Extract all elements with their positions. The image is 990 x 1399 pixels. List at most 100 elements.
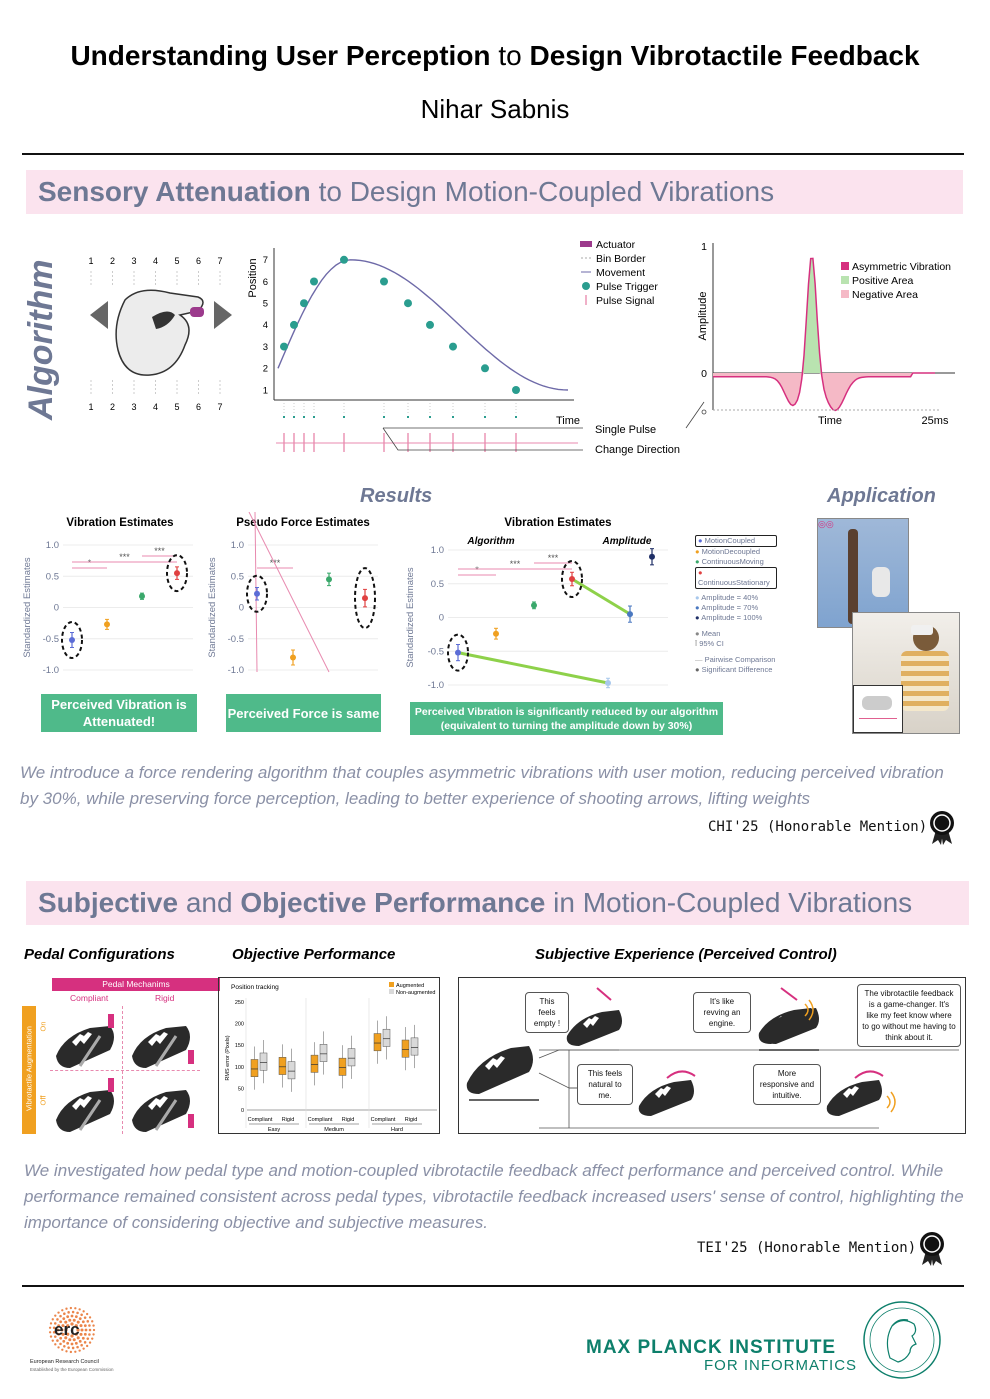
section2-banner-mid: and [185,887,233,918]
erc-dot-75 [69,1350,73,1354]
erc-dot-52 [56,1339,59,1342]
chart-title: Vibration Estimates [504,517,611,529]
bin-bottom-1: 1 [88,402,93,412]
legend-amp-70: ● Amplitude = 70% [695,603,759,612]
erc-dot-3 [66,1332,70,1336]
box-ytick-5: 0 [241,1108,244,1114]
box-100 [310,1054,319,1073]
amplitude-xend: 25ms [922,415,949,427]
legend-augmented-swatch [389,982,394,987]
erc-sub: Established by the European Commission [30,1367,114,1372]
actuator-icon [190,307,204,317]
erc-dot-71 [85,1344,89,1348]
person-body-icon [901,651,949,711]
legend-augmented: Augmented [396,983,424,989]
legend-amp-100: ● Amplitude = 100% [695,613,763,622]
legend-negative-swatch [841,290,849,298]
pedal-config-heading: Pedal Configurations [24,946,175,963]
inset-hand-icon [862,696,892,710]
legend-text-10: Significant Difference [701,665,773,674]
data-point-0 [455,649,461,656]
legend-bin-border: Bin Border [596,253,646,265]
position-ytick-7: 7 [263,255,268,266]
box-ytick-4: 50 [238,1086,244,1092]
erc-dot-41 [83,1324,87,1328]
legend-motion-coupled: ● MotionCoupled [695,535,777,547]
single-pulse-label: Single Pulse [595,424,656,436]
erc-dot-95 [88,1316,92,1319]
quote-empty: This feels empty ! [525,992,569,1033]
erc-dot-55 [52,1326,56,1330]
erc-dot-16 [61,1324,65,1328]
erc-dot-42 [88,1328,92,1332]
erc-dot-49 [67,1346,70,1349]
erc-dot-96 [91,1320,94,1323]
data-point-3 [174,570,180,577]
amp-ytick-0: 0 [701,368,707,380]
erc-dot-76 [65,1350,68,1353]
trend-line-1 [571,577,631,616]
legend-pairwise: — Pairwise Comparison [695,655,776,664]
vr-headset-icon [911,625,933,635]
title-part-1: Understanding User Perception [70,40,491,71]
arrow-right-icon [214,301,232,329]
pulse-trigger-10 [512,386,520,394]
title-part-2: to [498,40,522,71]
pulse-trigger-points [280,255,520,418]
mpi-line2: FOR INFORMATICS [704,1357,858,1374]
erc-dot-56 [53,1322,57,1325]
legend-trigger-swatch [582,282,590,290]
erc-dot-77 [61,1348,64,1351]
highlight-circle-0 [246,574,268,613]
data-point-5 [627,611,633,618]
erc-dot-63 [80,1313,83,1317]
results-label: Results [360,485,433,507]
results-legend: ● MotionCoupled ● MotionDecoupled ● Cont… [695,535,795,675]
erc-dot-15 [60,1328,64,1332]
chart-ylabel: Standardized Estimates [22,557,33,658]
highlight-circle-1 [166,554,188,593]
legend-text-2: ContinuousMoving [701,557,764,566]
erc-dot-68 [92,1333,95,1336]
erc-dot-33 [57,1324,61,1328]
legend-text-0: MotionCoupled [704,536,756,545]
pedal-mechanisms-header: Pedal Mechanims [52,978,220,991]
box-cat-label-2-1: Rigid [405,1117,418,1123]
grid-hline [50,1070,200,1071]
position-ylabel: Position [248,258,259,297]
erc-dot-44 [86,1337,90,1340]
box-101 [319,1044,328,1062]
erc-dot-0 [76,1328,80,1332]
legend-mean: ● Mean [695,629,721,638]
data-point-3 [569,576,575,583]
data-point-2 [326,576,332,583]
erc-dot-87 [57,1311,60,1314]
sig-label-1: *** [510,559,521,569]
legend-text-5: Amplitude = 70% [701,603,759,612]
erc-dot-89 [65,1307,68,1310]
shoe-icon-4 [132,1090,194,1132]
box-cat-label-2-0: Compliant [371,1117,396,1123]
pulse-trigger-6 [404,299,412,308]
footer-divider [22,1285,964,1287]
shoe-icon-1 [56,1014,114,1068]
box-000 [250,1059,259,1077]
amplitude-chart: Amplitude 1 0 Time 25ms Asymmetric Vibra… [697,241,955,427]
chart-ylabel: Standardized Estimates [405,567,416,668]
erc-dot-37 [70,1314,74,1318]
asymmetric-vibration-line [713,257,935,412]
bin-bottom-3: 3 [131,402,136,412]
controller-icon [872,567,890,597]
erc-dot-50 [63,1345,66,1348]
erc-dot-21 [79,1324,83,1328]
erc-dot-18 [68,1318,72,1322]
subjective-experience-panel: This feels empty ! It's like revving an … [458,977,966,1134]
sig-label-2: *** [154,546,165,556]
erc-dot-62 [76,1311,79,1315]
vibro-aug-label: Vibrotactile Augmentation [24,1026,34,1111]
erc-dot-40 [81,1320,85,1324]
objective-heading: Objective Performance [232,946,396,963]
